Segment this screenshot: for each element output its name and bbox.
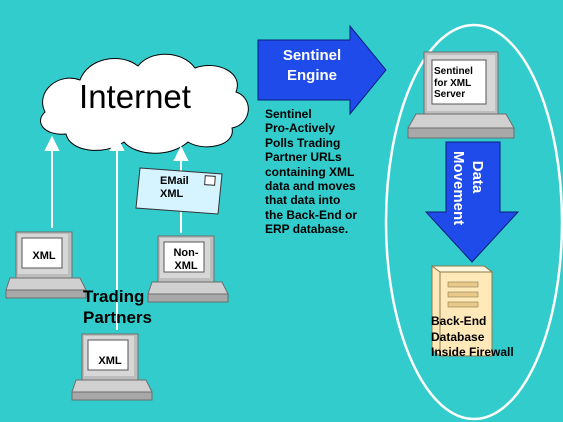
description-line: the Back-End or <box>265 207 358 222</box>
server-line-3: Server <box>434 89 466 100</box>
description-line: ERP database. <box>265 222 349 237</box>
internet-cloud <box>40 53 249 154</box>
firewall-ellipse <box>384 23 563 421</box>
description-line: Polls Trading <box>265 135 341 150</box>
sentinel-engine-arrow <box>257 24 387 116</box>
email-envelope <box>135 167 223 215</box>
email-line-2: XML <box>160 188 184 200</box>
description-line: containing XML <box>265 164 355 179</box>
description-line: Sentinel <box>265 107 312 121</box>
database-line-1: Back-End <box>431 314 487 328</box>
database-line-2: Database <box>431 329 485 344</box>
description-line: Pro-Actively <box>265 121 336 136</box>
database-label: Back-End Database Inside Firewall <box>431 314 514 361</box>
description-line: that data into <box>265 193 341 208</box>
description-line: Partner URLs <box>265 150 342 165</box>
server-line-2: for XML <box>434 77 472 89</box>
monitor-bottom-label: XML <box>98 355 122 367</box>
description-line: data and moves <box>265 179 356 194</box>
monitor-right-line-2: XML <box>174 260 198 272</box>
engine-line-1: Sentinel <box>282 47 342 64</box>
sentinel-server-label: Sentinel for XML Server <box>434 66 473 101</box>
data-movement-arrow <box>424 141 520 263</box>
monitor-left-label: XML <box>32 250 56 262</box>
email-line-1: EMail <box>160 175 189 187</box>
partners-line-1: Trading <box>83 287 145 306</box>
email-label: EMail XML <box>150 175 189 201</box>
partner-pc-left <box>5 231 87 299</box>
backend-database-tower <box>430 265 494 357</box>
data-movement-label: Data Movement <box>449 151 487 226</box>
data-line-2: Movement <box>450 151 467 226</box>
internet-label: Internet <box>79 78 191 115</box>
trading-partners-label: Trading Partners <box>83 286 152 328</box>
database-line-3: Inside Firewall <box>431 345 514 359</box>
sentinel-engine-label: Sentinel Engine <box>262 46 362 86</box>
engine-line-2: Engine <box>286 67 337 84</box>
upload-arrows <box>44 135 189 330</box>
description-text: Sentinel Pro-Actively Polls Trading Part… <box>265 107 415 237</box>
partners-line-2: Partners <box>83 308 152 327</box>
sentinel-server-pc <box>407 51 515 139</box>
monitor-right-label: Non- XML <box>168 247 204 273</box>
server-line-1: Sentinel <box>434 66 473 77</box>
data-line-1: Data <box>469 160 486 194</box>
monitor-right-line-1: Non- <box>173 247 199 259</box>
